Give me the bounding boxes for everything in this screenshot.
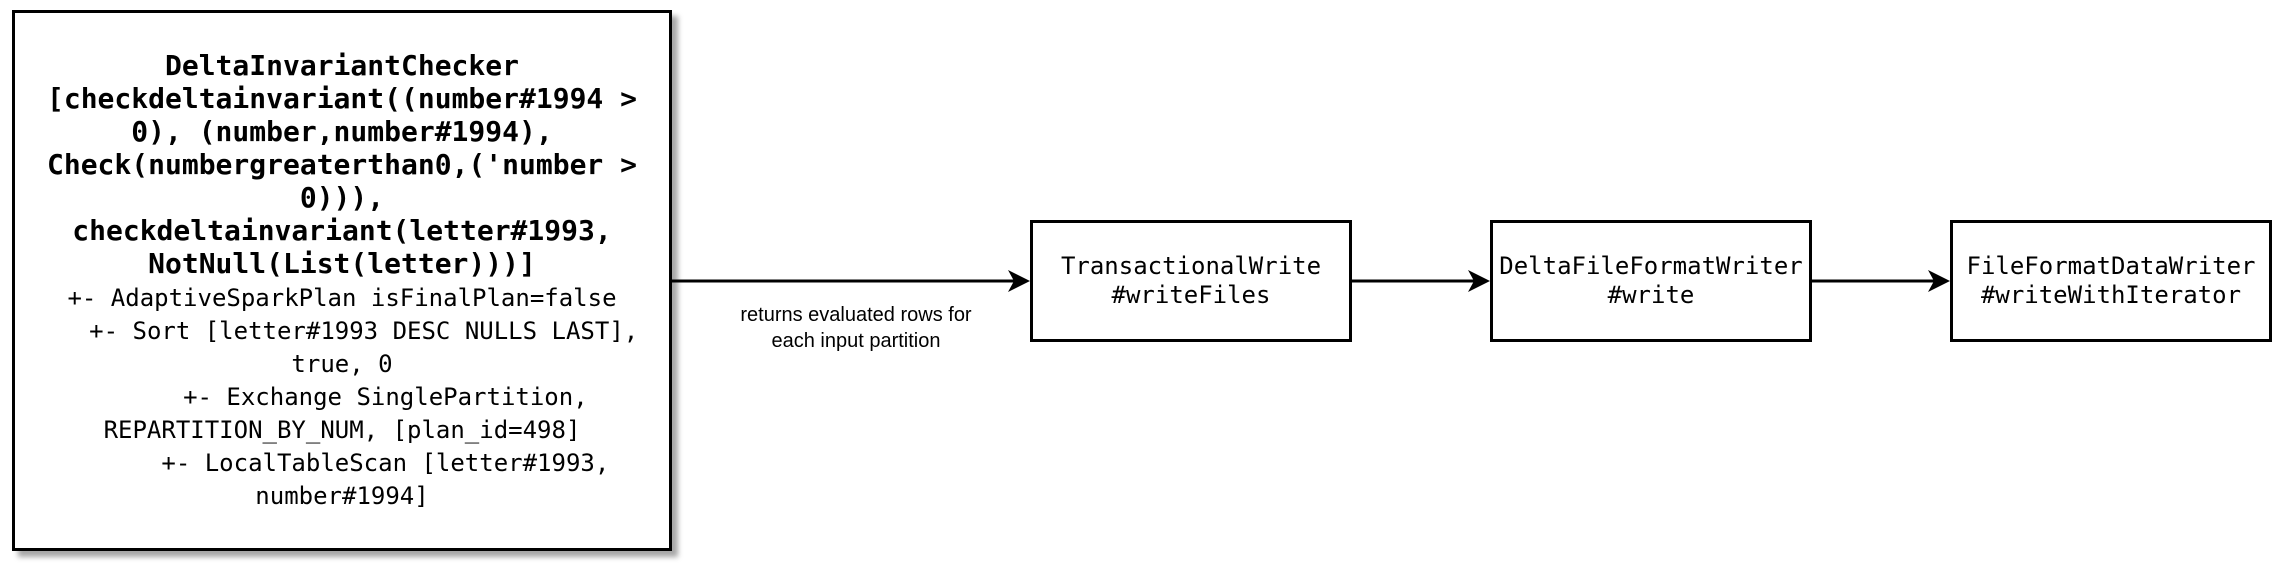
plan-line: +- Exchange SinglePartition, [96,382,588,411]
delta-invariant-checker-box: DeltaInvariantChecker [checkdeltainvaria… [12,10,672,551]
node-title: TransactionalWrite [1060,252,1322,280]
plan-line: true, 0 [291,349,393,378]
plan-line: +- AdaptiveSparkPlan isFinalPlan=false [67,283,617,312]
edge-label: returns evaluated rows for each input pa… [740,304,972,352]
header-line: DeltaInvariantChecker [164,48,519,82]
node-title: FileFormatDataWriter [1966,252,2256,280]
arrowhead [1928,270,1950,292]
header-line: 0), (number,number#1994), [131,114,553,148]
header-line: 0))), [299,180,385,214]
delta-file-format-writer-node: DeltaFileFormatWriter #write [1490,220,1812,342]
node-title: DeltaFileFormatWriter [1499,252,1803,280]
plan-line: number#1994] [255,481,429,510]
physical-plan-text: +- AdaptiveSparkPlan isFinalPlan=false +… [46,282,638,513]
invariant-checker-header: DeltaInvariantChecker [checkdeltainvaria… [47,49,637,280]
header-line: NotNull(List(letter)))] [148,246,536,280]
header-line: [checkdeltainvariant((number#1994 > [46,81,637,115]
plan-line: +- Sort [letter#1993 DESC NULLS LAST], [45,316,639,345]
header-line: checkdeltainvariant(letter#1993, [72,213,612,247]
transactional-write-node: TransactionalWrite #writeFiles [1030,220,1352,342]
file-format-data-writer-node: FileFormatDataWriter #writeWithIterator [1950,220,2272,342]
plan-line: +- LocalTableScan [letter#1993, [74,448,610,477]
node-method: #writeWithIterator [1980,281,2242,309]
arrowhead [1008,270,1030,292]
plan-line: REPARTITION_BY_NUM, [plan_id=498] [103,415,581,444]
node-method: #write [1607,281,1695,309]
node-method: #writeFiles [1111,281,1271,309]
arrowhead [1468,270,1490,292]
header-line: Check(numbergreaterthan0,('number > [46,147,637,181]
